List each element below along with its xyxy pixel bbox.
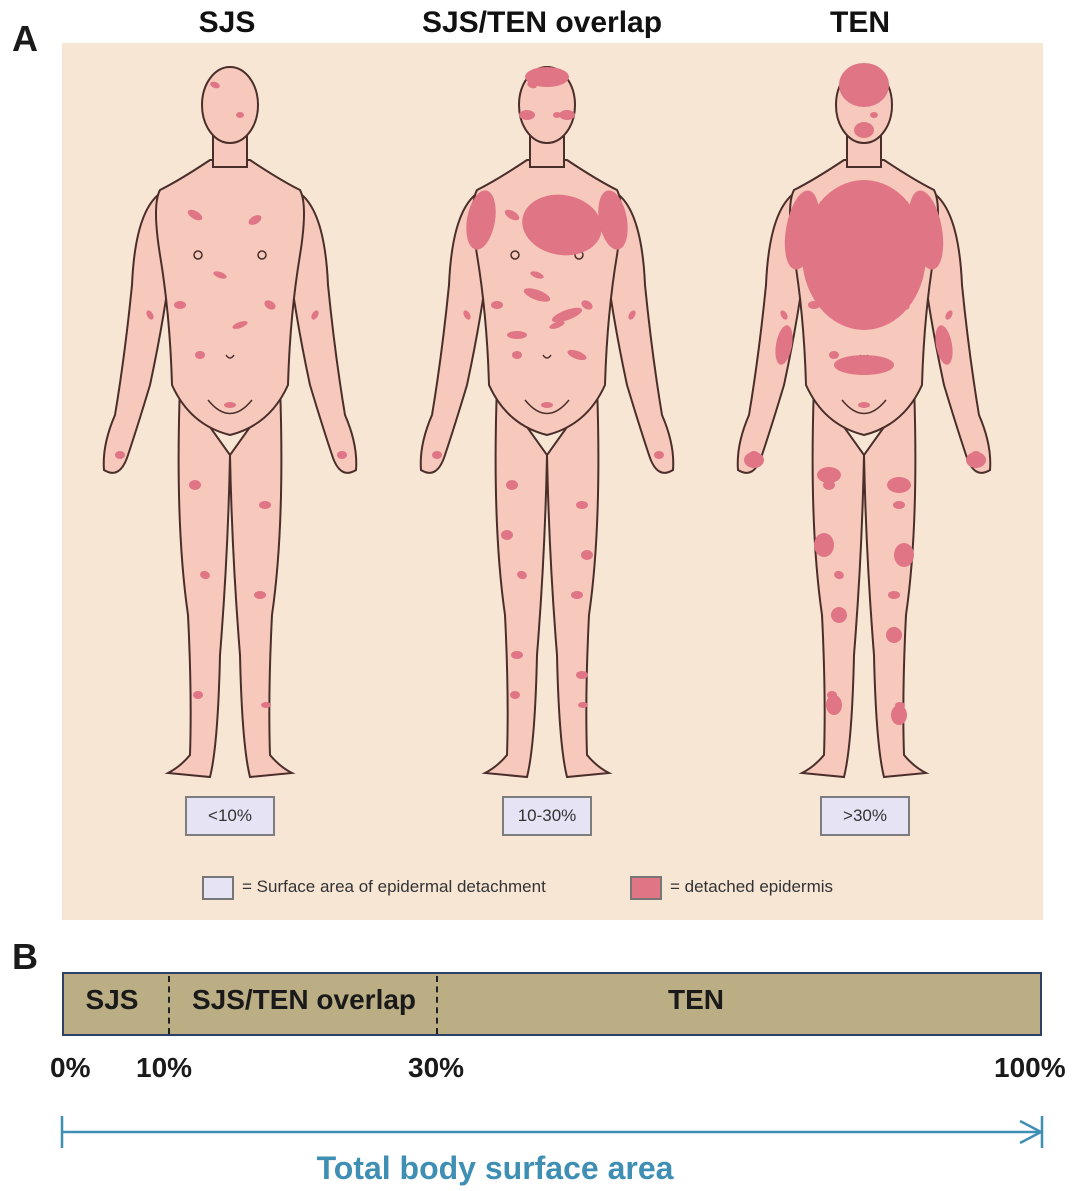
legend-label-detached: = detached epidermis — [670, 877, 833, 897]
tick-label-0: 0% — [50, 1052, 90, 1084]
tick-label-10: 10% — [136, 1052, 192, 1084]
panel-a-letter: A — [12, 18, 38, 60]
left-leg — [485, 385, 547, 777]
tick-label-30: 30% — [408, 1052, 464, 1084]
legend-label-surface-area: = Surface area of epidermal detachment — [242, 877, 546, 897]
figure-title-overlap: SJS/TEN overlap — [392, 6, 692, 40]
legend-swatch-surface-area — [202, 876, 234, 900]
body-figure-sjs — [80, 55, 380, 795]
percentage-box-sjs: <10% — [185, 796, 275, 836]
axis-title: Total body surface area — [0, 1150, 990, 1187]
segment-label-sjs: SJS — [86, 984, 139, 1016]
left-leg — [168, 385, 230, 777]
divider-30-percent — [436, 976, 438, 1034]
body-figure-ten — [714, 55, 1014, 795]
head — [202, 67, 258, 143]
tick-label-100: 100% — [994, 1052, 1066, 1084]
left-leg — [802, 385, 864, 777]
right-leg — [230, 385, 292, 777]
figure-title-sjs: SJS — [177, 6, 277, 40]
right-leg — [547, 385, 609, 777]
tbsa-scale-bar: SJS SJS/TEN overlap TEN — [62, 972, 1042, 1036]
segment-label-ten: TEN — [668, 984, 724, 1016]
percentage-box-ten: >30% — [820, 796, 910, 836]
torso — [156, 160, 304, 435]
figure-title-ten: TEN — [810, 6, 910, 40]
segment-label-overlap: SJS/TEN overlap — [192, 984, 416, 1016]
panel-b-letter: B — [12, 936, 38, 978]
body-figure-overlap — [397, 55, 697, 795]
percentage-box-overlap: 10-30% — [502, 796, 592, 836]
divider-10-percent — [168, 976, 170, 1034]
axis-arrow — [52, 1112, 1052, 1152]
legend-swatch-detached — [630, 876, 662, 900]
